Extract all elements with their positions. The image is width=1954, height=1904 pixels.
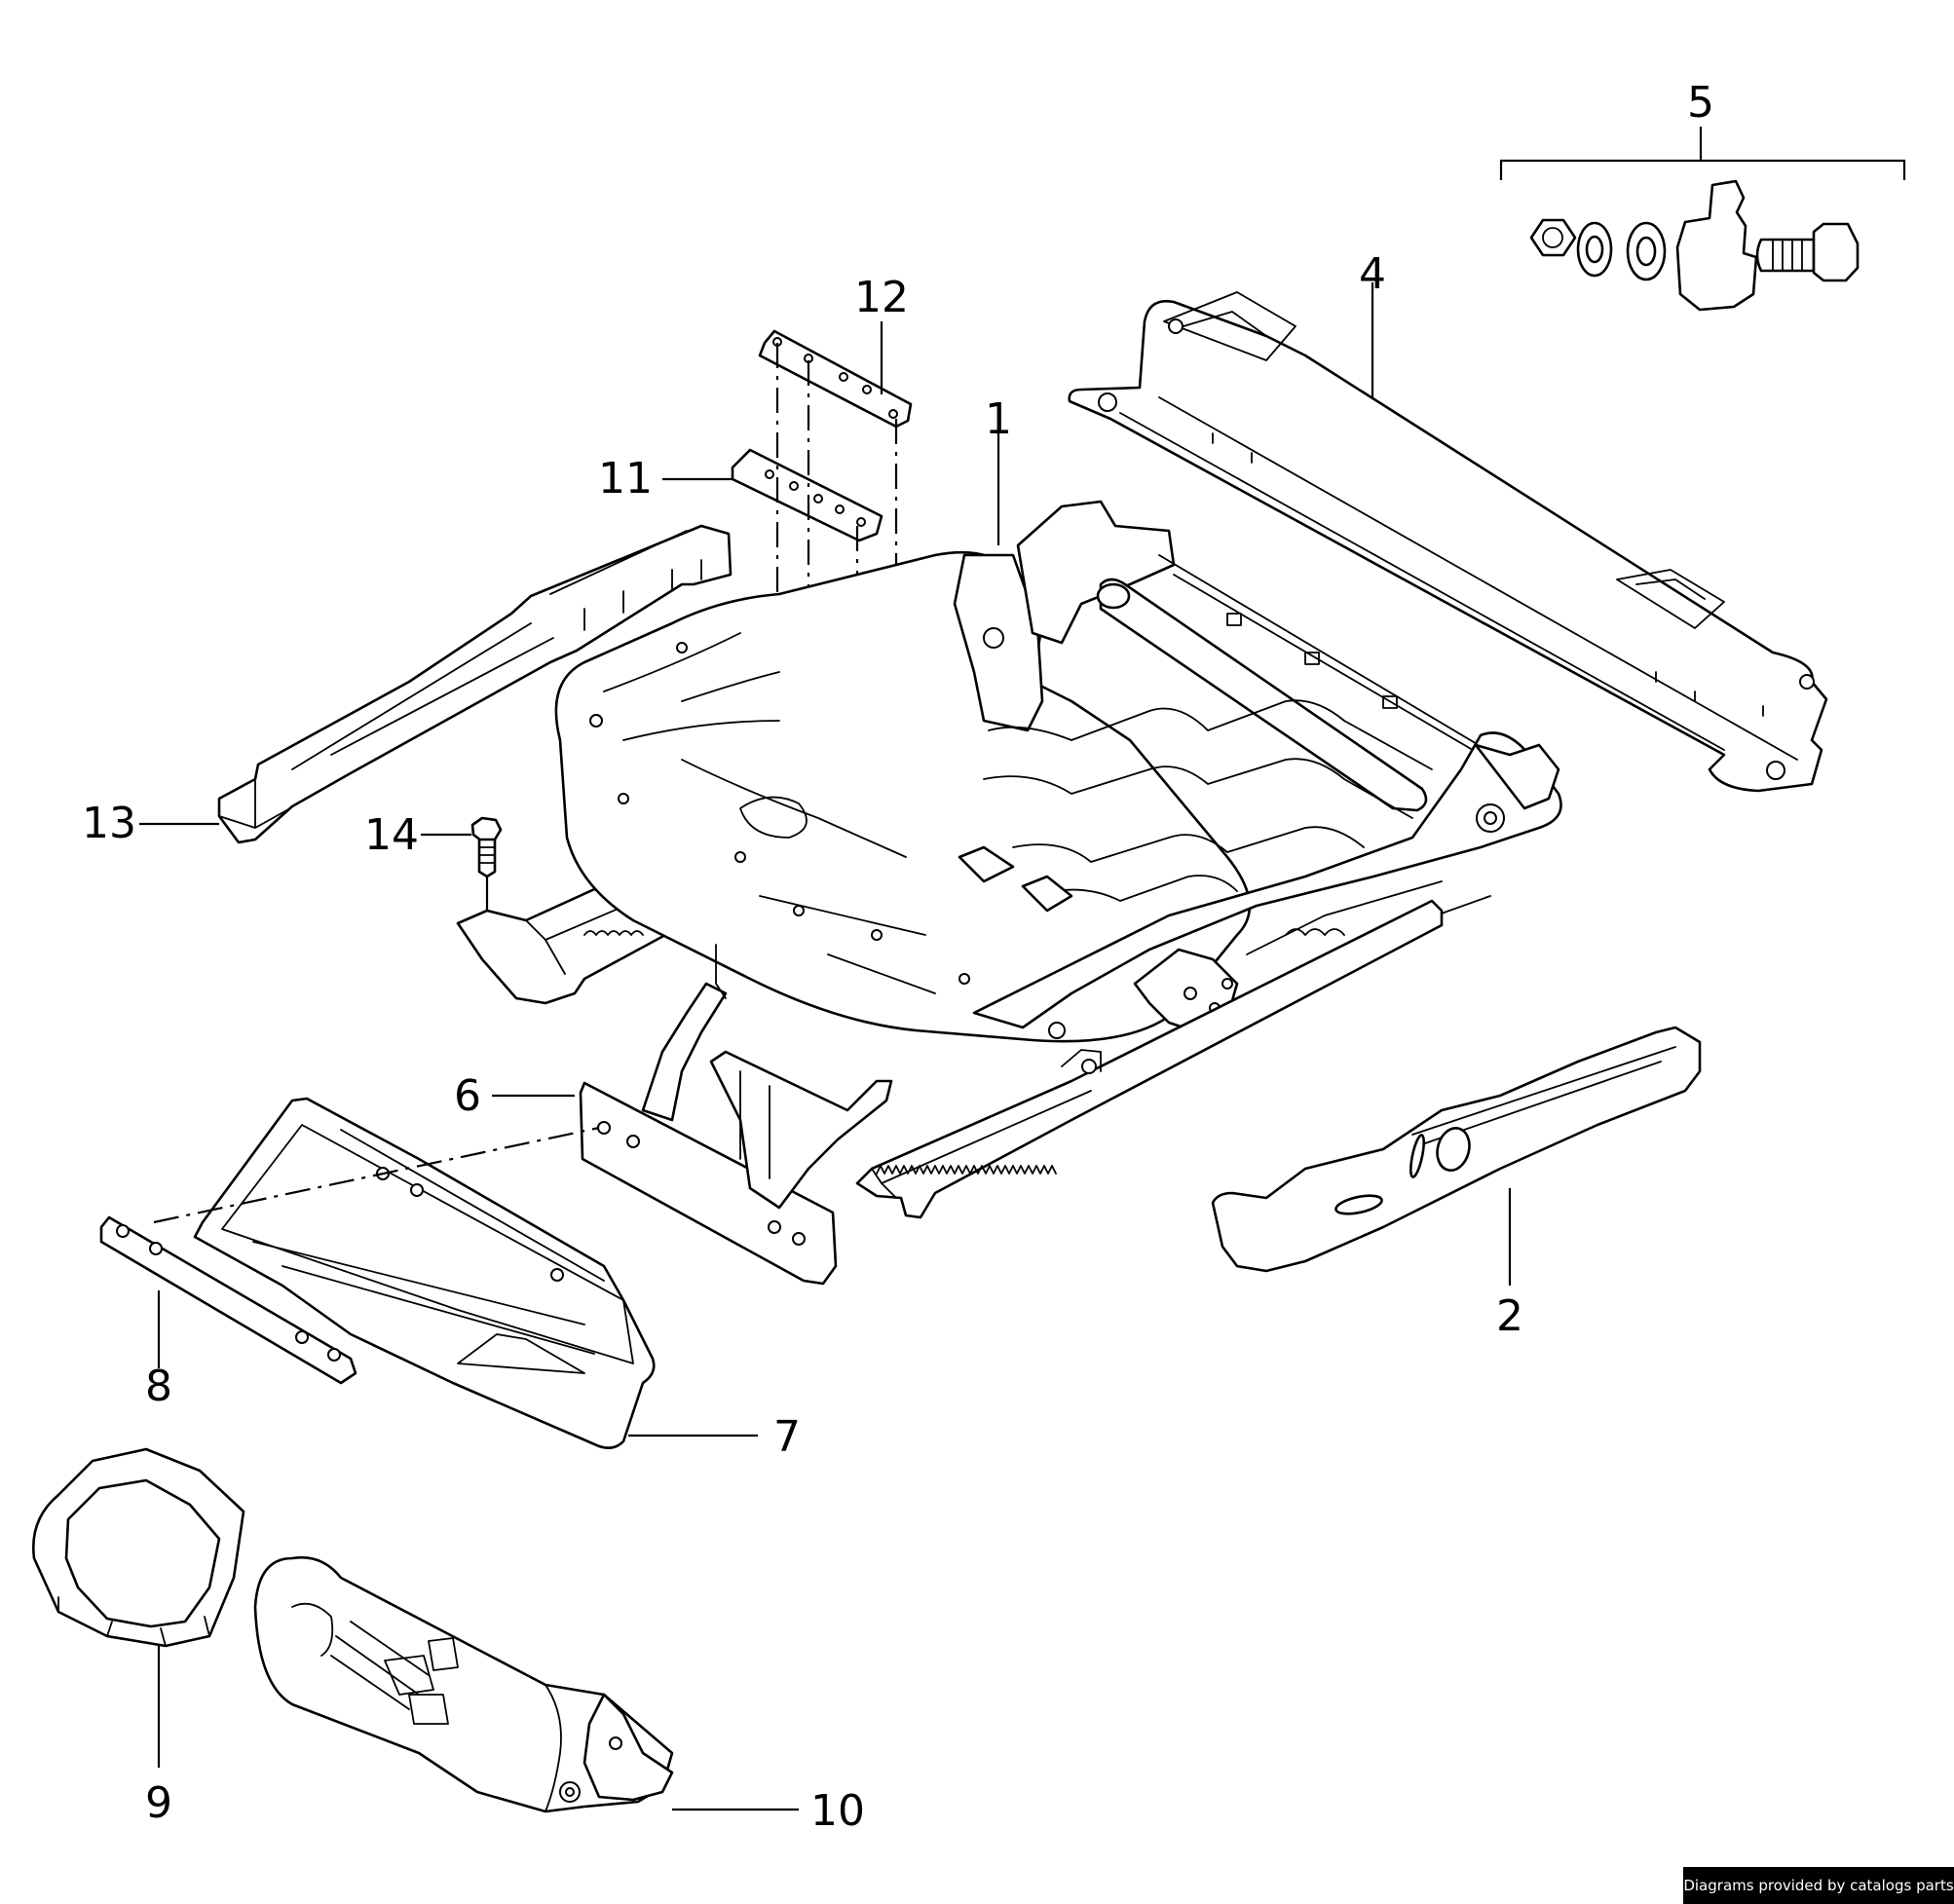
part-9-clamp-band — [32, 1447, 245, 1648]
part-1-seat-frame — [554, 500, 1562, 1043]
diagram-credit-badge: Diagrams provided by catalogs parts — [1683, 1867, 1954, 1904]
part-5-bracket-line — [1499, 159, 1906, 180]
part-4-upper-rail — [1068, 291, 1828, 793]
callout-13: 13 — [82, 799, 136, 848]
callout-11: 11 — [598, 454, 653, 504]
callout-5: 5 — [1687, 78, 1714, 128]
part-5-washer-2 — [1626, 221, 1667, 281]
part-13-side-rail — [217, 524, 733, 844]
callout-8: 8 — [145, 1362, 172, 1411]
part-8-strip — [99, 1215, 357, 1385]
callout-14: 14 — [364, 810, 419, 860]
part-5-bracket-plate — [1675, 179, 1758, 312]
assembly-line-8-6 — [153, 1126, 600, 1224]
part-5-hardware-set — [1499, 127, 1906, 312]
callout-6: 6 — [454, 1071, 481, 1121]
callout-7: 7 — [773, 1412, 801, 1462]
right-slide-rail — [855, 899, 1444, 1219]
callout-12: 12 — [854, 273, 909, 322]
part-2-side-cover — [1211, 1026, 1702, 1273]
part-10-housing — [253, 1555, 674, 1813]
callout-4: 4 — [1359, 249, 1386, 299]
part-12-plate — [758, 329, 913, 429]
callout-10: 10 — [810, 1786, 865, 1836]
part-5-bolt — [1755, 222, 1860, 282]
part-1-front-crossbar — [972, 731, 1562, 1029]
part-11-plate — [731, 448, 883, 542]
part-5-washer-1 — [1576, 221, 1613, 278]
part-6-bracket — [579, 944, 893, 1286]
callout-9: 9 — [145, 1778, 172, 1828]
part-14-screw — [470, 816, 503, 911]
callout-1: 1 — [985, 394, 1012, 444]
part-5-nut — [1529, 218, 1577, 257]
part-1-seat-pan — [554, 550, 1252, 1043]
callout-2: 2 — [1496, 1291, 1523, 1341]
part-7-tray — [193, 1097, 656, 1449]
